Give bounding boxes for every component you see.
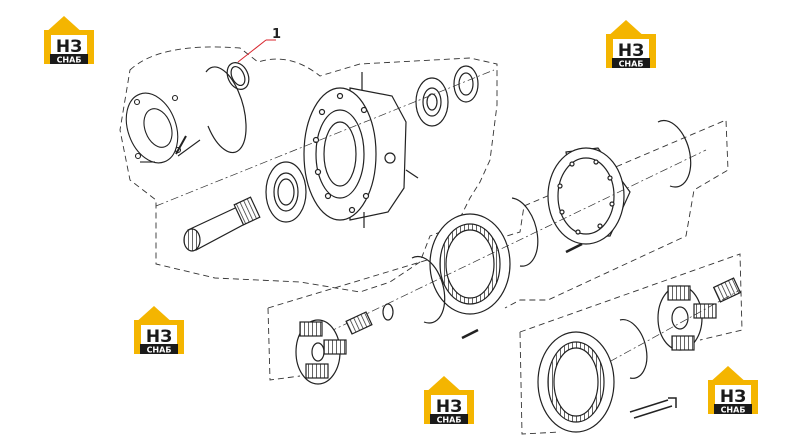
watermark-logo-bottom-right: НЗ СНАБ bbox=[708, 366, 758, 415]
callout-leader-line bbox=[237, 39, 267, 63]
ring-gear-lower bbox=[537, 331, 615, 433]
watermark-logo-top-left: НЗ СНАБ bbox=[44, 16, 94, 65]
end-cap-assembly bbox=[125, 92, 201, 164]
svg-text:СНАБ: СНАБ bbox=[437, 416, 462, 425]
snap-ring-4 bbox=[411, 255, 446, 324]
dowel-pin-2 bbox=[461, 328, 479, 340]
snap-ring-2 bbox=[657, 119, 692, 188]
roller-bearing bbox=[265, 161, 307, 223]
bearing-upper-2 bbox=[453, 65, 479, 103]
callout-number: 1 bbox=[272, 27, 281, 42]
snap-ring-1 bbox=[205, 66, 247, 154]
watermark-logo-mid-left: НЗ СНАБ bbox=[134, 306, 184, 355]
sun-gear-small bbox=[345, 311, 373, 335]
lower-group-outline bbox=[519, 253, 743, 435]
dowel-pin-1 bbox=[565, 242, 583, 254]
long-bolt bbox=[629, 397, 677, 419]
svg-text:НЗ: НЗ bbox=[618, 41, 644, 61]
o-ring bbox=[382, 303, 394, 321]
svg-text:НЗ: НЗ bbox=[436, 397, 462, 417]
retaining-ring-callout-part bbox=[226, 62, 250, 90]
snap-ring-5 bbox=[619, 319, 648, 379]
upper-axis-line bbox=[155, 69, 495, 207]
dashed-group-outlines bbox=[119, 46, 743, 435]
svg-text:СНАБ: СНАБ bbox=[57, 56, 82, 65]
middle-axis-line bbox=[299, 149, 707, 347]
svg-text:НЗ: НЗ bbox=[56, 37, 82, 57]
outer-ring-housing bbox=[547, 147, 631, 245]
svg-text:СНАБ: СНАБ bbox=[147, 346, 172, 355]
middle-group-outline bbox=[267, 119, 729, 381]
svg-text:НЗ: НЗ bbox=[720, 387, 746, 407]
lower-sun-gear bbox=[712, 277, 742, 303]
svg-text:СНАБ: СНАБ bbox=[619, 60, 644, 69]
snap-ring-3 bbox=[511, 197, 539, 267]
bearing-upper-1 bbox=[415, 77, 449, 127]
planet-carrier-lower bbox=[657, 285, 717, 351]
watermark-logo-bottom-center: НЗ СНАБ bbox=[424, 376, 474, 425]
housing-flange bbox=[303, 72, 419, 228]
watermark-logo-top-right: НЗ СНАБ bbox=[606, 20, 656, 69]
svg-text:СНАБ: СНАБ bbox=[721, 406, 746, 415]
planet-carrier-middle bbox=[295, 319, 347, 385]
input-shaft bbox=[183, 196, 261, 252]
svg-text:НЗ: НЗ bbox=[146, 327, 172, 347]
